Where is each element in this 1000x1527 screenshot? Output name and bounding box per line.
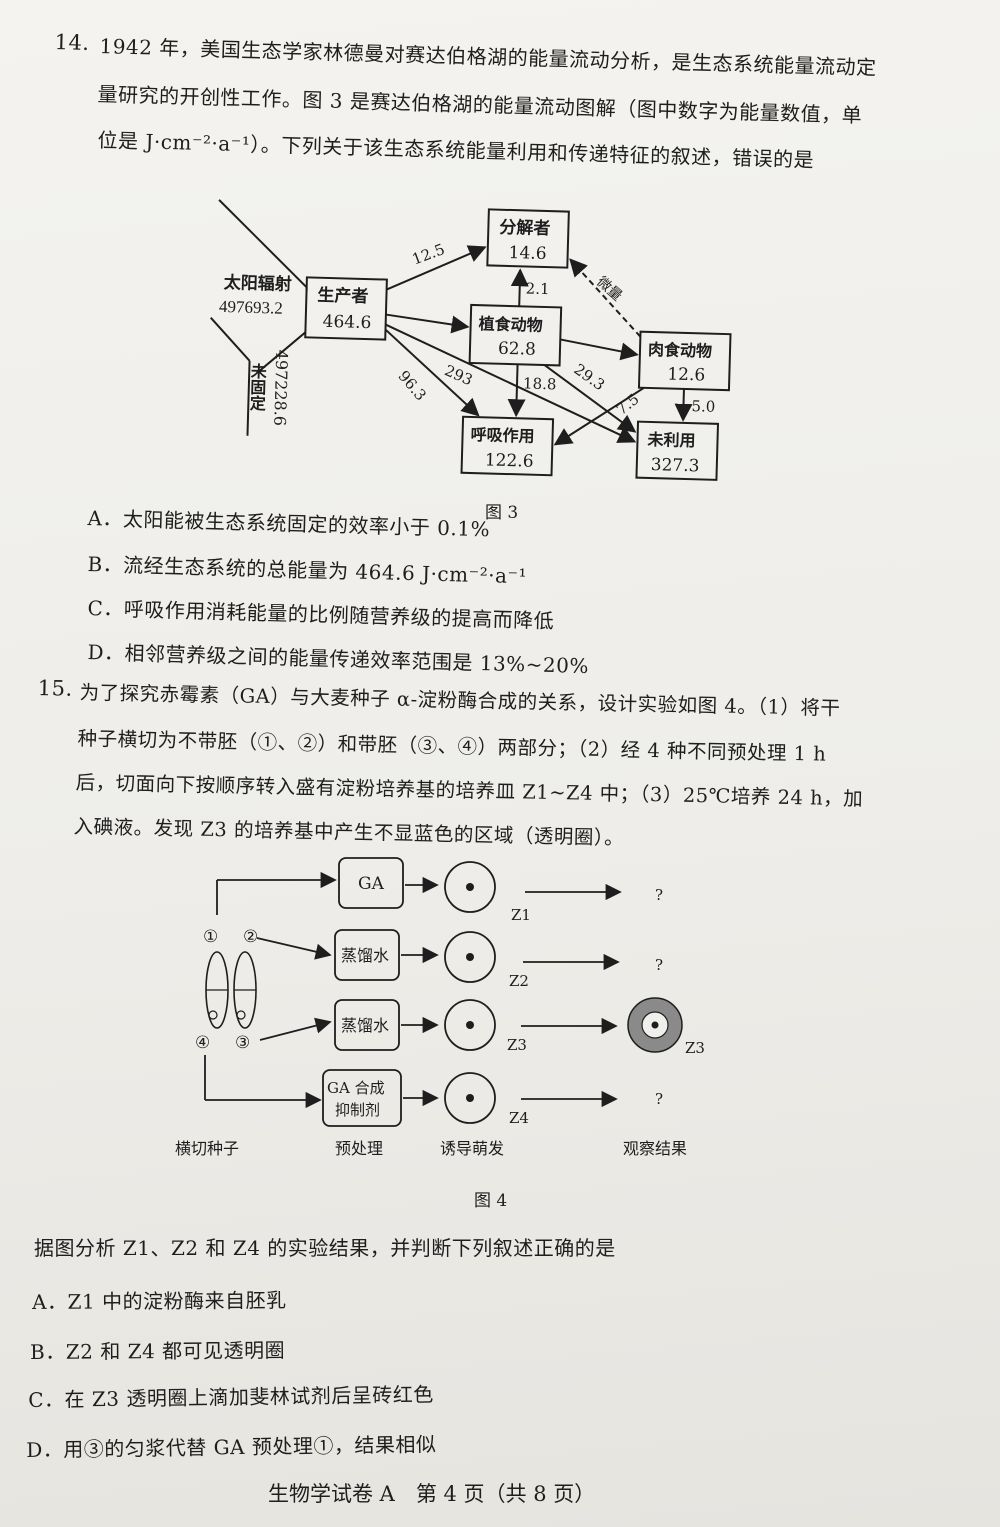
seed-icon xyxy=(205,951,229,1029)
treatment-water-2: 蒸馏水 xyxy=(341,1016,389,1035)
unfixed-label: 未固定 xyxy=(247,362,268,413)
flow-herbivore-respiration: 18.8 xyxy=(523,374,557,393)
q14-number: 14. xyxy=(54,30,90,55)
q14-text-line: 位是 J·cm⁻²·a⁻¹）。下列关于该生态系统能量利用和传递特征的叙述，错误的… xyxy=(97,127,815,173)
petri-dish-z3 xyxy=(444,999,496,1051)
carnivore-label: 肉食动物 xyxy=(648,340,713,361)
q15-option-b: B．Z2 和 Z4 都可见透明圈 xyxy=(30,1338,286,1364)
dish-label-z4: Z4 xyxy=(509,1109,529,1127)
result-label-z3: Z3 xyxy=(685,1039,705,1057)
q14-text-line: 1942 年，美国生态学家林德曼对赛达伯格湖的能量流动分析，是生态系统能量流动定 xyxy=(99,33,877,80)
flow-producer-respiration: 96.3 xyxy=(394,367,429,404)
treatment-inhibitor-line1: GA 合成 xyxy=(327,1079,385,1097)
unused-box xyxy=(635,420,720,481)
q15-option-c: C．在 Z3 透明圈上滴加斐林试剂后呈砖红色 xyxy=(28,1382,434,1412)
result-unknown-z4: ? xyxy=(655,1090,663,1108)
energy-flow-diagram: 太阳辐射 497693.2 未固定 497228.6 生产者 464.6 分解者… xyxy=(210,199,732,481)
q15-number: 15. xyxy=(37,676,73,701)
q15-option-a: A．Z1 中的淀粉酶来自胚乳 xyxy=(32,1288,287,1314)
column-label-cut-seeds: 横切种子 xyxy=(175,1139,239,1158)
seed-label-2: ② xyxy=(243,927,258,947)
unfixed-label-group: 未固定 497228.6 xyxy=(247,349,292,426)
experiment-diagram: ① ② ④ ③ GA 蒸馏水 蒸馏水 GA 合成 抑制剂 xyxy=(175,857,705,1158)
dish-label-z1: Z1 xyxy=(511,906,531,924)
treatment-water-1: 蒸馏水 xyxy=(341,946,389,965)
herbivore-label: 植食动物 xyxy=(477,314,543,335)
petri-dish-z1 xyxy=(444,861,496,913)
result-unknown-z1: ? xyxy=(655,886,663,904)
flow-producer-decomposer: 12.5 xyxy=(410,240,448,269)
q14-option-b: B．流经生态系统的总能量为 464.6 J·cm⁻²·a⁻¹ xyxy=(87,551,528,589)
respiration-box xyxy=(460,415,555,477)
dish-label-z2: Z2 xyxy=(509,972,529,990)
petri-dish-z4 xyxy=(444,1072,496,1124)
decomposer-box xyxy=(486,208,570,269)
seed-label-3: ③ xyxy=(235,1033,250,1053)
q15-option-d: D．用③的匀浆代替 GA 预处理①，结果相似 xyxy=(26,1432,437,1462)
decomposer-label: 分解者 xyxy=(499,217,551,239)
herbivore-value: 62.8 xyxy=(498,339,536,360)
q14-text-line: 量研究的开创性工作。图 3 是赛达伯格湖的能量流动图解（图中数字为能量数值，单 xyxy=(97,81,863,128)
q15-text-line: 种子横切为不带胚（①、②）和带胚（③、④）两部分；（2）经 4 种不同预处理 1… xyxy=(77,726,827,766)
figure-3-caption: 图 3 xyxy=(485,503,519,523)
unused-value: 327.3 xyxy=(651,455,700,476)
seed-icon xyxy=(233,951,257,1029)
seed-label-1: ① xyxy=(203,927,218,947)
treatment-box-ga xyxy=(338,857,404,909)
q14-option-d: D．相邻营养级之间的能量传递效率范围是 13%~20% xyxy=(87,639,590,678)
q15-text-line: 后，切面向下按顺序转入盛有淀粉培养基的培养皿 Z1~Z4 中；（3）25℃培养 … xyxy=(75,770,864,811)
unfixed-value: 497228.6 xyxy=(270,349,291,426)
carnivore-value: 12.6 xyxy=(667,364,705,385)
result-unknown-z2: ? xyxy=(655,956,663,974)
q14-option-c: C．呼吸作用消耗能量的比例随营养级的提高而降低 xyxy=(87,595,555,634)
decomposer-value: 14.6 xyxy=(508,243,546,264)
flow-herbivore-decomposer: 2.1 xyxy=(525,279,549,298)
respiration-label: 呼吸作用 xyxy=(470,425,535,446)
treatment-ga: GA xyxy=(358,874,385,894)
respiration-value: 122.6 xyxy=(485,450,534,471)
treatment-box-inhibitor xyxy=(322,1069,402,1127)
carnivore-box xyxy=(637,330,732,392)
q15-text-line: 为了探究赤霉素（GA）与大麦种子 α-淀粉酶合成的关系，设计实验如图 4。（1）… xyxy=(79,680,841,720)
column-label-observation: 观察结果 xyxy=(623,1139,687,1158)
q15-prompt: 据图分析 Z1、Z2 和 Z4 的实验结果，并判断下列叙述正确的是 xyxy=(34,1236,616,1260)
seed-label-4: ④ xyxy=(195,1033,210,1053)
flow-carnivore-unused: 5.0 xyxy=(691,397,715,416)
producer-label: 生产者 xyxy=(317,285,369,307)
sun-label: 太阳辐射 xyxy=(223,272,292,295)
herbivore-box xyxy=(468,303,563,367)
producer-value: 464.6 xyxy=(322,312,371,333)
unused-label: 未利用 xyxy=(646,430,696,450)
result-dish-z3 xyxy=(627,997,683,1053)
producer-box xyxy=(304,276,388,341)
q14-option-a: A．太阳能被生态系统固定的效率小于 0.1% xyxy=(87,505,491,542)
page-footer: 生物学试卷 A 第 4 页（共 8 页） xyxy=(268,1482,596,1506)
dish-label-z3: Z3 xyxy=(507,1036,527,1054)
flow-carnivore-respiration: 7.5 xyxy=(613,390,643,419)
q15-text-line: 入碘液。发现 Z3 的培养基中产生不显蓝色的区域（透明圈）。 xyxy=(73,814,625,850)
column-label-germination: 诱导萌发 xyxy=(440,1139,504,1158)
figure-4-caption: 图 4 xyxy=(474,1191,508,1211)
petri-dish-z2 xyxy=(444,931,496,983)
treatment-inhibitor-line2: 抑制剂 xyxy=(335,1101,380,1119)
column-label-pretreatment: 预处理 xyxy=(335,1139,383,1158)
treatment-box-water-1 xyxy=(334,929,400,981)
flow-carnivore-decomposer: 微量 xyxy=(593,274,625,305)
treatment-box-water-2 xyxy=(334,999,400,1051)
sun-value: 497693.2 xyxy=(219,297,283,318)
